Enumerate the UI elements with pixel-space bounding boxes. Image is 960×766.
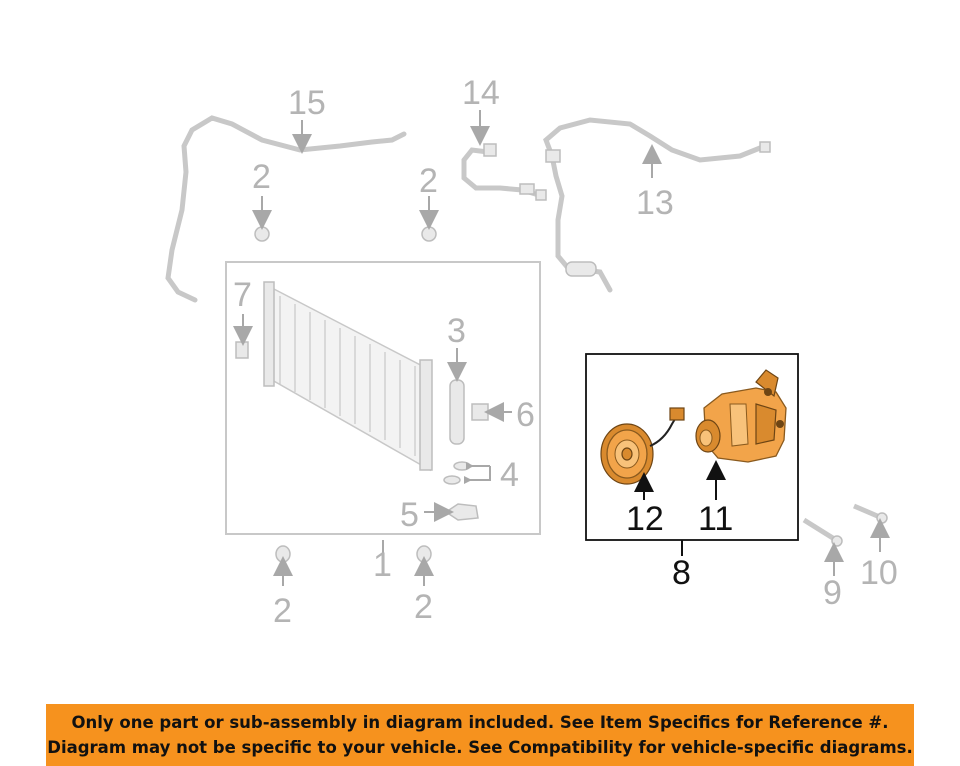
clutch-pulley-12: [600, 407, 685, 485]
bolt-10: [853, 503, 888, 524]
ac-line-13: [543, 117, 771, 293]
bracket-5: [444, 503, 479, 521]
callout-6: 6: [516, 396, 535, 434]
condenser-assembly-1: [225, 261, 541, 535]
rubber-mount-2-top-right: [421, 226, 437, 242]
callout-arrows: [233, 110, 890, 586]
ac-line-15: [165, 115, 407, 303]
callout-13: 13: [636, 184, 674, 222]
callout-12: 12: [626, 500, 664, 538]
callout-8: 8: [672, 554, 691, 592]
disclaimer-banner: Only one part or sub-assembly in diagram…: [46, 704, 914, 766]
callout-4: 4: [500, 456, 519, 494]
callout-2-bottom-left: 2: [273, 592, 292, 630]
rubber-mount-2-bottom-left: [275, 545, 291, 563]
ac-hose-14: [461, 143, 547, 201]
callout-15: 15: [288, 84, 326, 122]
callout-1: 1: [373, 546, 392, 584]
disclaimer-line-1: Only one part or sub-assembly in diagram…: [71, 713, 889, 732]
parts-diagram: 15 14 13 2 2 7 3 6 4 5 1 2 2 9 10 12 11 …: [165, 74, 898, 630]
callout-14: 14: [462, 74, 500, 112]
callout-9: 9: [823, 574, 842, 612]
disclaimer-line-2: Diagram may not be specific to your vehi…: [47, 738, 913, 757]
callout-11: 11: [698, 500, 733, 538]
compressor-body-11: [695, 369, 787, 463]
callout-10: 10: [860, 554, 898, 592]
rubber-mount-2-top-left: [254, 226, 270, 242]
callout-2-top-right: 2: [419, 162, 438, 200]
bolt-9: [802, 517, 843, 547]
rubber-mount-2-bottom-right: [416, 545, 432, 563]
compressor-assembly-8: [585, 353, 799, 541]
callout-7: 7: [233, 276, 252, 314]
callout-2-bottom-right: 2: [414, 588, 433, 626]
receiver-drier-3: [449, 379, 465, 445]
plug-6: [471, 403, 489, 421]
callout-3: 3: [447, 312, 466, 350]
callout-5: 5: [400, 496, 419, 534]
callout-2-top-left: 2: [252, 158, 271, 196]
pressure-switch-7: [235, 341, 249, 359]
